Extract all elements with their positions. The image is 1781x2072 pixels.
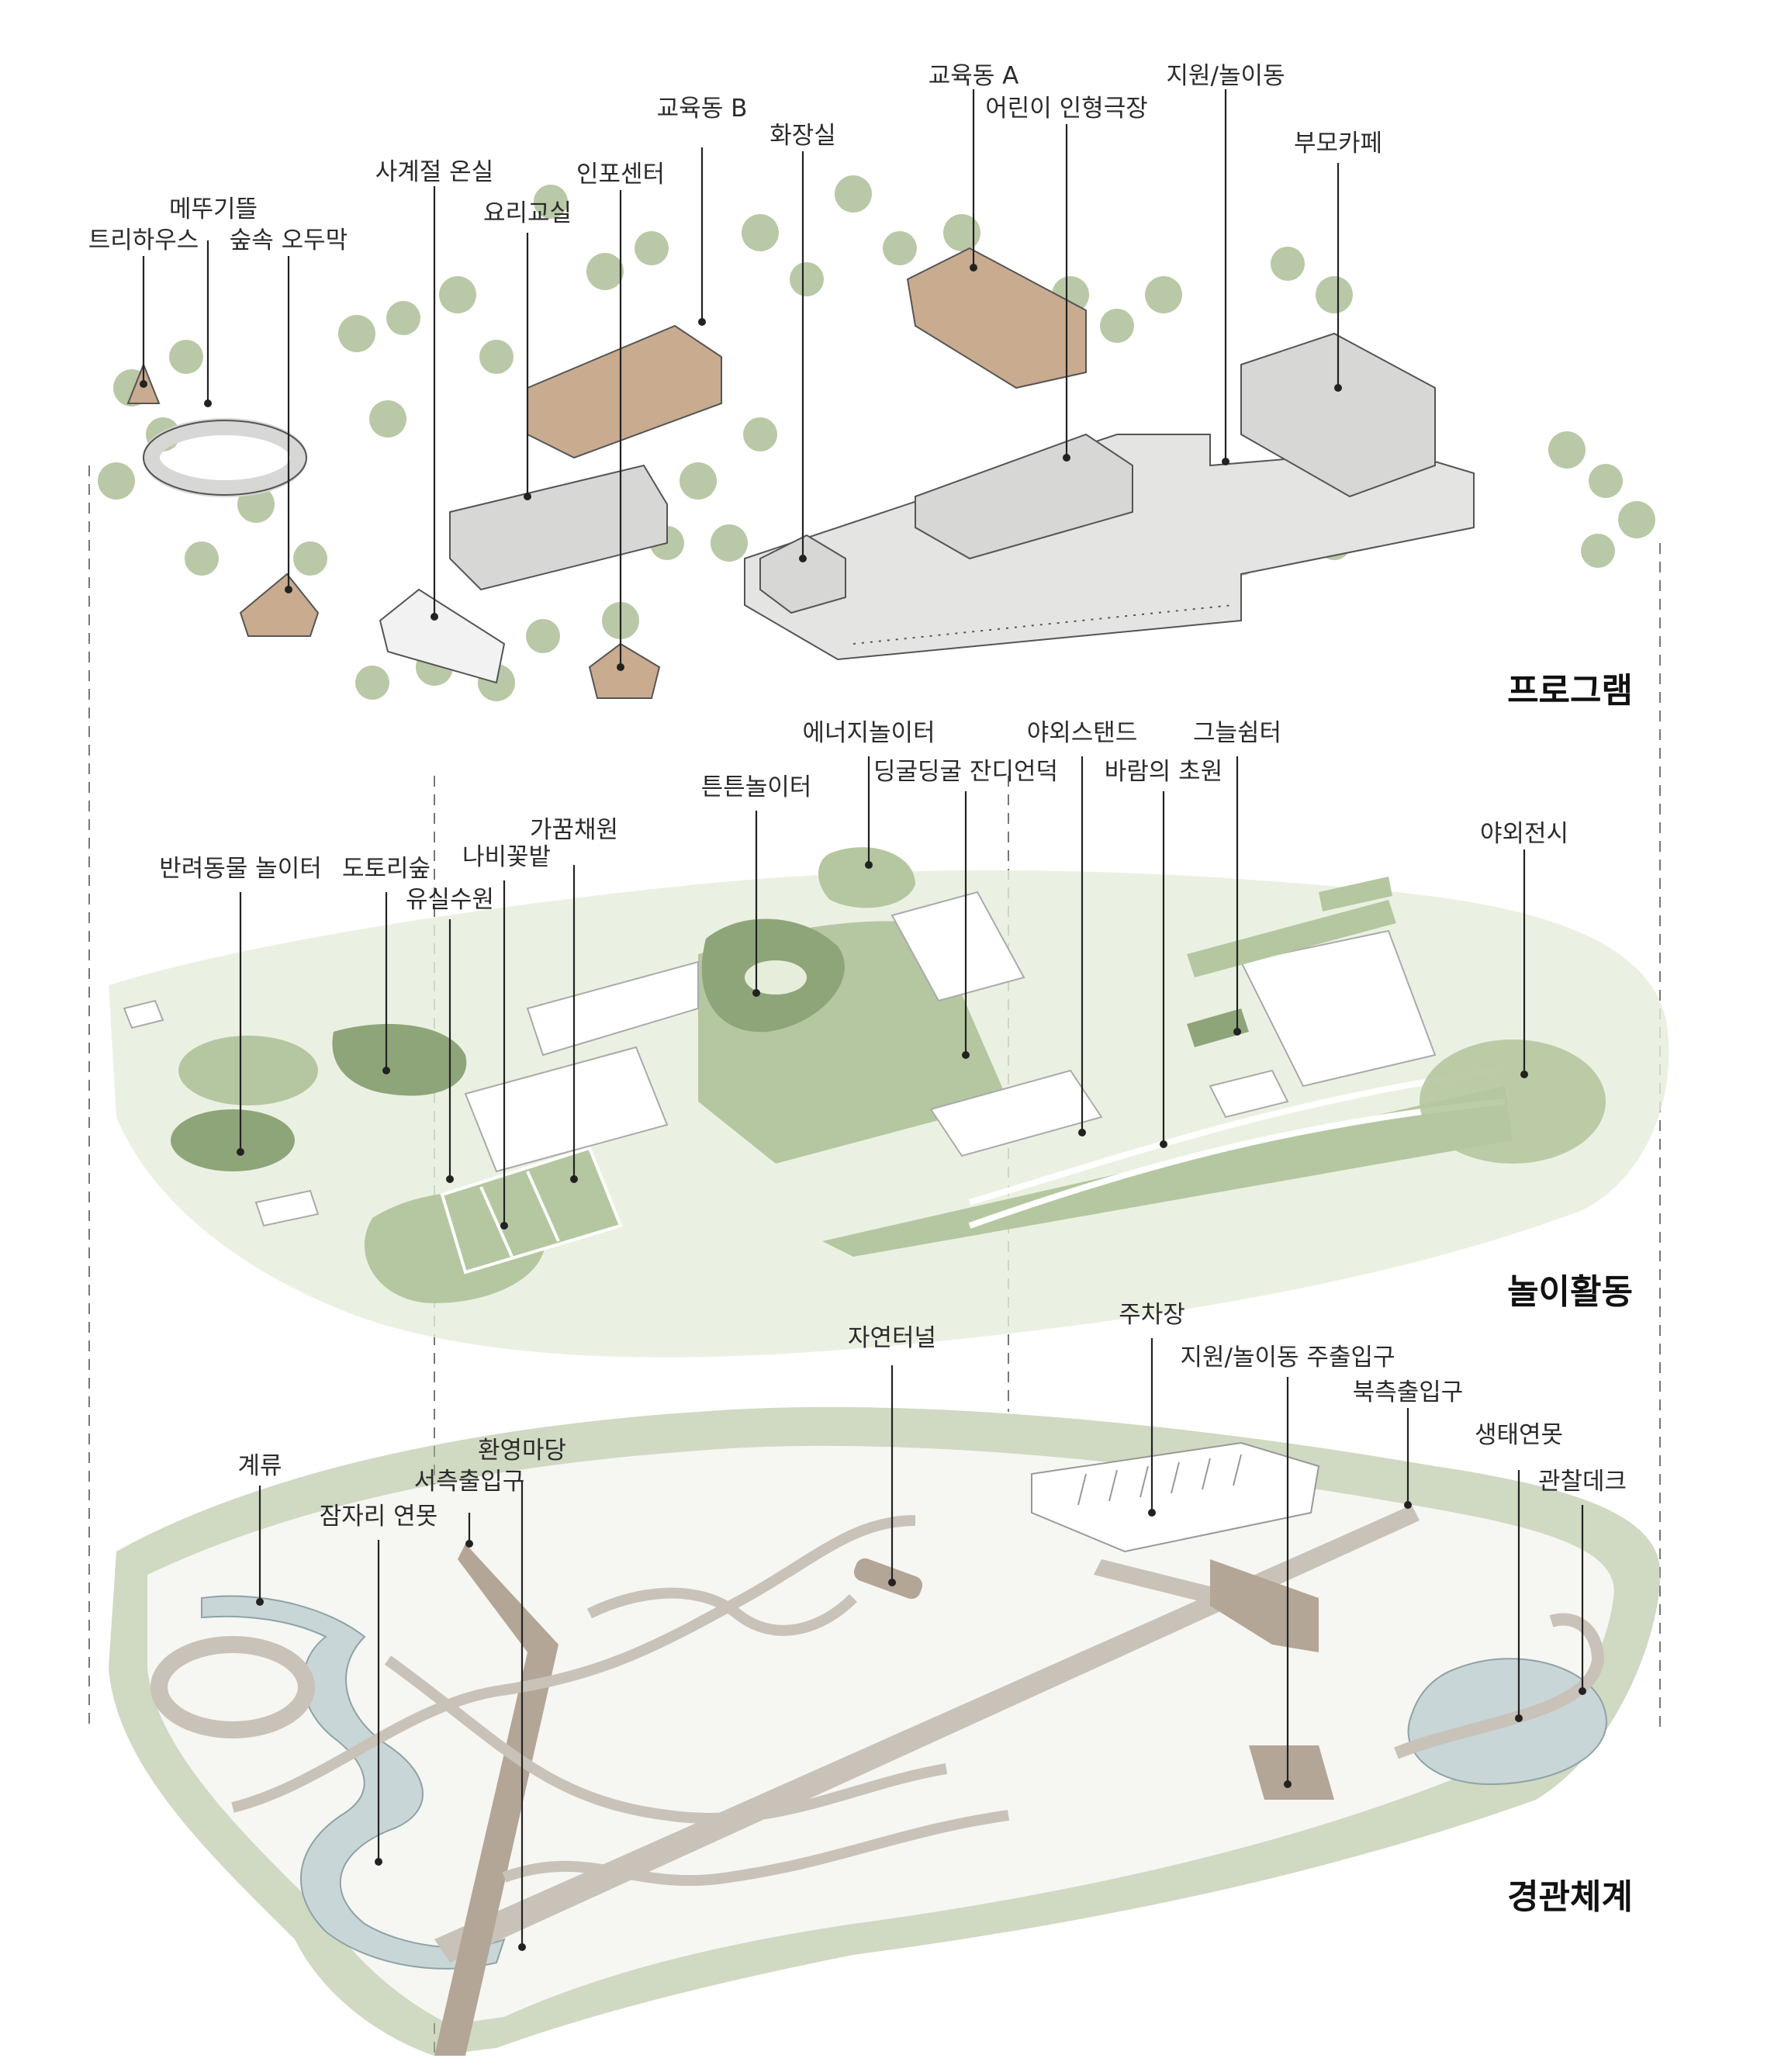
parking-stripes: [1077, 1454, 1242, 1506]
main-promenade: [434, 1505, 1420, 1963]
seasons-greenhouse: [379, 588, 506, 684]
label-eco-pond: 생태연못: [1475, 1421, 1563, 1449]
label-wind-meadow: 바람의 초원: [1105, 758, 1222, 786]
label-sturdy-playground: 튼튼놀이터: [701, 773, 812, 801]
section-title-landscape: 경관체계: [1507, 1877, 1633, 1917]
meander-paths: [231, 1515, 1009, 1887]
label-north-entrance: 북측출입구: [1353, 1378, 1464, 1406]
outdoor-exhibit: [1420, 1039, 1606, 1164]
south-gate: [1249, 1745, 1334, 1800]
label-outdoor-stand: 야외스탠드: [1027, 719, 1138, 747]
label-outdoor-exhibit: 야외전시: [1480, 820, 1568, 848]
landscape-layer: [109, 1406, 1661, 2056]
play-layer: [109, 847, 1669, 1358]
wind-meadow-ribbons: [968, 1067, 1506, 1229]
label-parent-cafe: 부모카페: [1294, 130, 1382, 157]
label-puppet-theater: 어린이 인형극장: [985, 95, 1148, 123]
restroom: [759, 534, 846, 614]
label-observation-deck: 관찰데크: [1538, 1468, 1627, 1496]
label-support-play: 지원/놀이동: [1166, 62, 1285, 90]
label-harvest-garden: 가꿈채원: [530, 816, 618, 844]
label-rolling-hill: 딩굴딩굴 잔디언덕: [873, 758, 1058, 786]
observation-ring-west: [150, 1636, 315, 1738]
stream-water: [201, 1595, 506, 1970]
north-strip-2: [1319, 877, 1392, 911]
label-energy-playground: 에너지놀이터: [802, 719, 935, 747]
info-center: [588, 642, 661, 699]
label-cooking-class: 요리교실: [483, 199, 572, 227]
label-grasshopper-garden: 메뚜기뜰: [169, 195, 258, 223]
nature-tunnel: [853, 1558, 923, 1600]
leader-lines: [140, 89, 1586, 1951]
parking-lot: [1031, 1441, 1320, 1553]
label-acorn-forest: 도토리숲: [342, 855, 431, 883]
landscape-labels: 주차장 자연터널 지원/놀이동 주출입구 북측출입구 환영마당 계류 생태연못 …: [237, 1301, 1633, 1917]
shade-shelter: [1187, 1008, 1249, 1047]
label-stream: 계류: [237, 1452, 282, 1480]
west-entrance-path: [434, 1544, 559, 2056]
label-butterfly-field: 나비꽃밭: [462, 843, 551, 871]
section-title-program: 프로그램: [1507, 671, 1633, 711]
label-main-entrance: 지원/놀이동 주출입구: [1181, 1344, 1395, 1372]
forest-hut: [239, 572, 320, 637]
energy-playground: [818, 847, 915, 908]
label-fruit-orchard: 유실수원: [406, 886, 494, 914]
label-shade-shelter: 그늘쉼터: [1193, 719, 1281, 747]
label-seasons-greenhouse: 사계절 온실: [375, 158, 493, 186]
main-entrance-plaza: [1210, 1559, 1319, 1652]
label-pet-playground: 반려동물 놀이터: [159, 855, 322, 883]
pet-playground: [178, 1036, 318, 1105]
program-labels: 트리하우스 메뚜기뜰 숲속 오두막 사계절 온실 요리교실 인포센터 교육동 B…: [88, 62, 1633, 711]
label-edu-b: 교육동 B: [657, 95, 748, 123]
observation-deck-arc: [1394, 1613, 1605, 1759]
label-parking: 주차장: [1119, 1301, 1185, 1329]
section-title-play: 놀이활동: [1507, 1272, 1633, 1312]
program-layer: [98, 175, 1655, 701]
label-forest-hut: 숲속 오두막: [230, 227, 348, 254]
sturdy-playground-core: [745, 960, 807, 994]
education-building-a: [906, 247, 1087, 389]
label-treehouse: 트리하우스: [88, 227, 199, 254]
pet-playground-inner: [171, 1109, 295, 1171]
label-west-entrance: 서측출입구: [414, 1468, 525, 1496]
play-labels: 에너지놀이터 야외스탠드 그늘쉼터 딩굴딩굴 잔디언덕 바람의 초원 튼튼놀이터…: [159, 719, 1633, 1312]
label-welcome-yard: 환영마당: [478, 1437, 566, 1465]
education-building-b: [527, 324, 722, 459]
north-strip: [1187, 900, 1396, 977]
grasshopper-ring: [143, 418, 307, 497]
puppet-theater: [915, 433, 1133, 560]
label-restroom: 화장실: [769, 122, 836, 150]
building-footprints: [123, 891, 1437, 1227]
label-info-center: 인포센터: [576, 161, 665, 189]
main-complex-platform: [744, 434, 1475, 661]
label-edu-a: 교육동 A: [929, 62, 1019, 90]
parent-cafe: [1240, 332, 1436, 498]
acorn-forest: [332, 1024, 467, 1096]
label-dragonfly-pond: 잠자리 연못: [320, 1503, 437, 1531]
label-nature-tunnel: 자연터널: [848, 1324, 936, 1352]
cooking-class: [449, 464, 668, 591]
